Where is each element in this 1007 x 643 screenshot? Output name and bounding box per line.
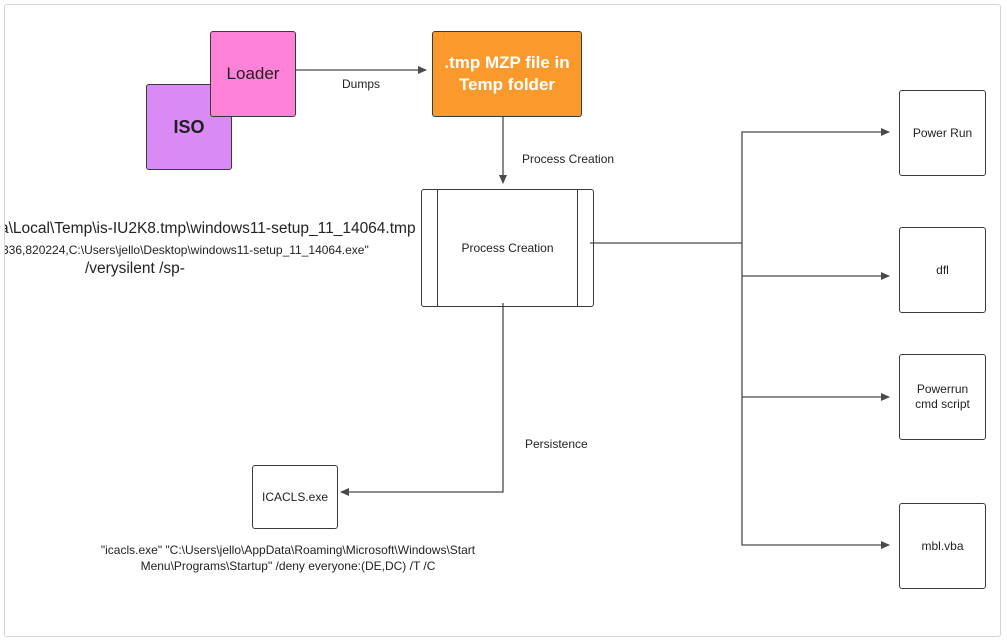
tmp-file-node: .tmp MZP file in Temp folder bbox=[432, 31, 582, 117]
dfl-node: dfl bbox=[899, 227, 986, 313]
command-line-3: /verysilent /sp- bbox=[85, 260, 185, 277]
command-line-2: 336,820224,C:\Users\jello\Desktop\window… bbox=[4, 243, 369, 257]
edge-to-mbl bbox=[741, 243, 890, 549]
powerrun-script-node: Powerrun cmd script bbox=[899, 354, 986, 440]
edge-bus bbox=[741, 128, 890, 243]
edge-label-dumps: Dumps bbox=[342, 77, 381, 91]
connectors bbox=[292, 66, 890, 549]
process-creation-label: Process Creation bbox=[461, 241, 554, 255]
power-run-node: Power Run bbox=[899, 90, 986, 176]
process-left-bar bbox=[437, 190, 438, 306]
mbl-vba-node: mbl.vba bbox=[899, 503, 986, 589]
edge-persistence bbox=[340, 303, 504, 496]
diagram-canvas: ISO Loader .tmp MZP file in Temp folder … bbox=[4, 4, 1001, 637]
process-right-bar bbox=[577, 190, 578, 306]
icacls-node: ICACLS.exe bbox=[252, 465, 338, 529]
command-line-1: a\Local\Temp\is-IU2K8.tmp\windows11-setu… bbox=[4, 220, 416, 237]
edge-label-process-creation: Process Creation bbox=[522, 152, 615, 166]
icacls-command: "icacls.exe" "C:\Users\jello\AppData\Roa… bbox=[100, 543, 476, 573]
loader-node: Loader bbox=[210, 31, 296, 117]
process-creation-node: Process Creation bbox=[421, 189, 594, 307]
edge-label-persistence: Persistence bbox=[525, 437, 588, 451]
